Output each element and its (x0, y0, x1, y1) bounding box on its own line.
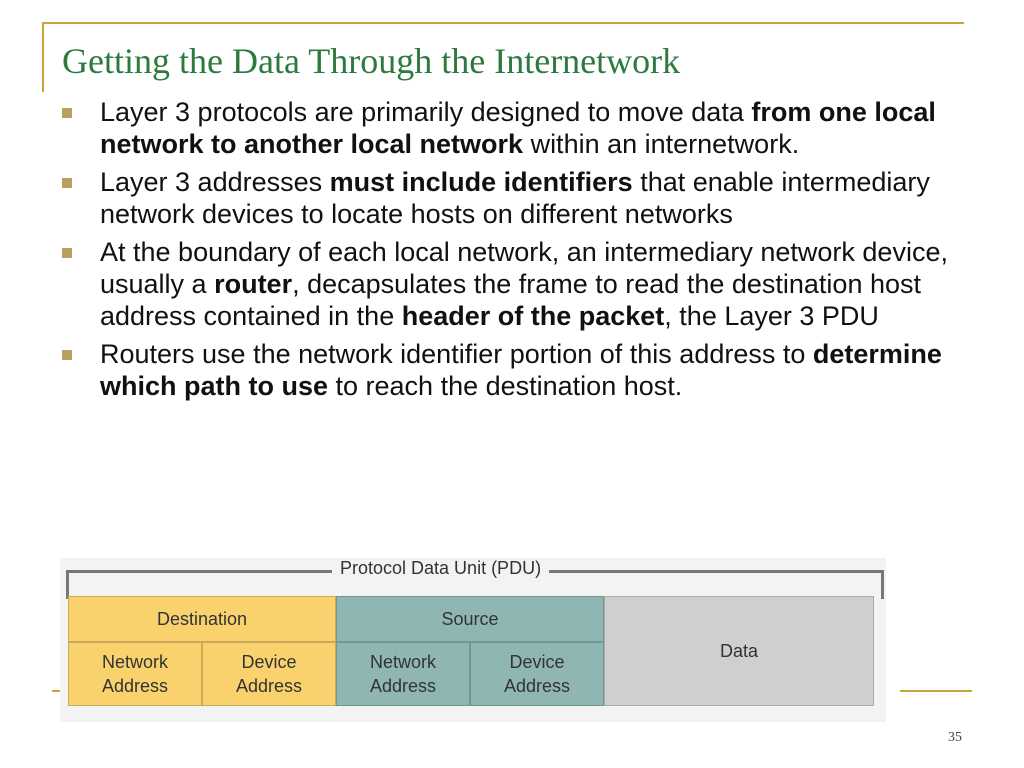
bullet-text: Routers use the network identifier porti… (100, 339, 813, 369)
bullet-bold-text: from one local network to another local … (100, 97, 936, 159)
bullet-item: Layer 3 addresses must include identifie… (60, 166, 960, 230)
cell-line: Device (509, 652, 565, 672)
cell-line: Address (369, 676, 437, 696)
bullet-bold-text: must include identifiers (329, 167, 633, 197)
bullet-text: that enable intermediary network devices… (100, 167, 930, 229)
footer-accent-line-right (900, 690, 972, 692)
bullet-item: Layer 3 protocols are primarily designed… (60, 96, 960, 160)
bullet-text: , the Layer 3 PDU (664, 301, 879, 331)
bullet-text: within an internetwork. (523, 129, 800, 159)
bullet-bold-text: router (214, 269, 293, 299)
cell-line: Address (503, 676, 571, 696)
bullet-bold-text: header of the packet (401, 301, 665, 331)
bullet-text: to reach the destination host. (328, 371, 683, 401)
left-accent-line (42, 22, 44, 92)
source-label: Source (441, 609, 499, 629)
cell-line: Network (101, 652, 168, 672)
square-bullet-icon (62, 248, 72, 258)
bullet-bold-text: determine which path to use (100, 339, 942, 401)
bullet-text: At the boundary of each local network, a… (100, 237, 948, 299)
destination-label: Destination (156, 609, 248, 629)
footer-accent-line-left (52, 690, 60, 692)
pdu-title: Protocol Data Unit (PDU) (332, 558, 550, 579)
cell-line: Network (369, 652, 436, 672)
bullet-text: , decapsulates the frame to read the des… (100, 269, 921, 331)
pdu-diagram: Protocol Data Unit (PDU) Destination Net… (60, 558, 886, 722)
top-accent-line (42, 22, 964, 24)
cell-line: Address (235, 676, 303, 696)
cell-line: Device (241, 652, 297, 672)
source-header: Source (336, 596, 604, 642)
square-bullet-icon (62, 178, 72, 188)
bullet-text: Layer 3 protocols are primarily designed… (100, 97, 752, 127)
destination-header: Destination (68, 596, 336, 642)
slide-title: Getting the Data Through the Internetwor… (62, 41, 681, 81)
square-bullet-icon (62, 108, 72, 118)
bullet-item: At the boundary of each local network, a… (60, 236, 960, 332)
page-number: 35 (948, 730, 962, 745)
square-bullet-icon (62, 350, 72, 360)
bullet-item: Routers use the network identifier porti… (60, 338, 960, 402)
data-block: Data (604, 596, 874, 706)
bullet-list: Layer 3 protocols are primarily designed… (60, 96, 960, 408)
cell-line: Address (101, 676, 169, 696)
data-label: Data (719, 641, 759, 661)
bullet-text: Layer 3 addresses (100, 167, 330, 197)
